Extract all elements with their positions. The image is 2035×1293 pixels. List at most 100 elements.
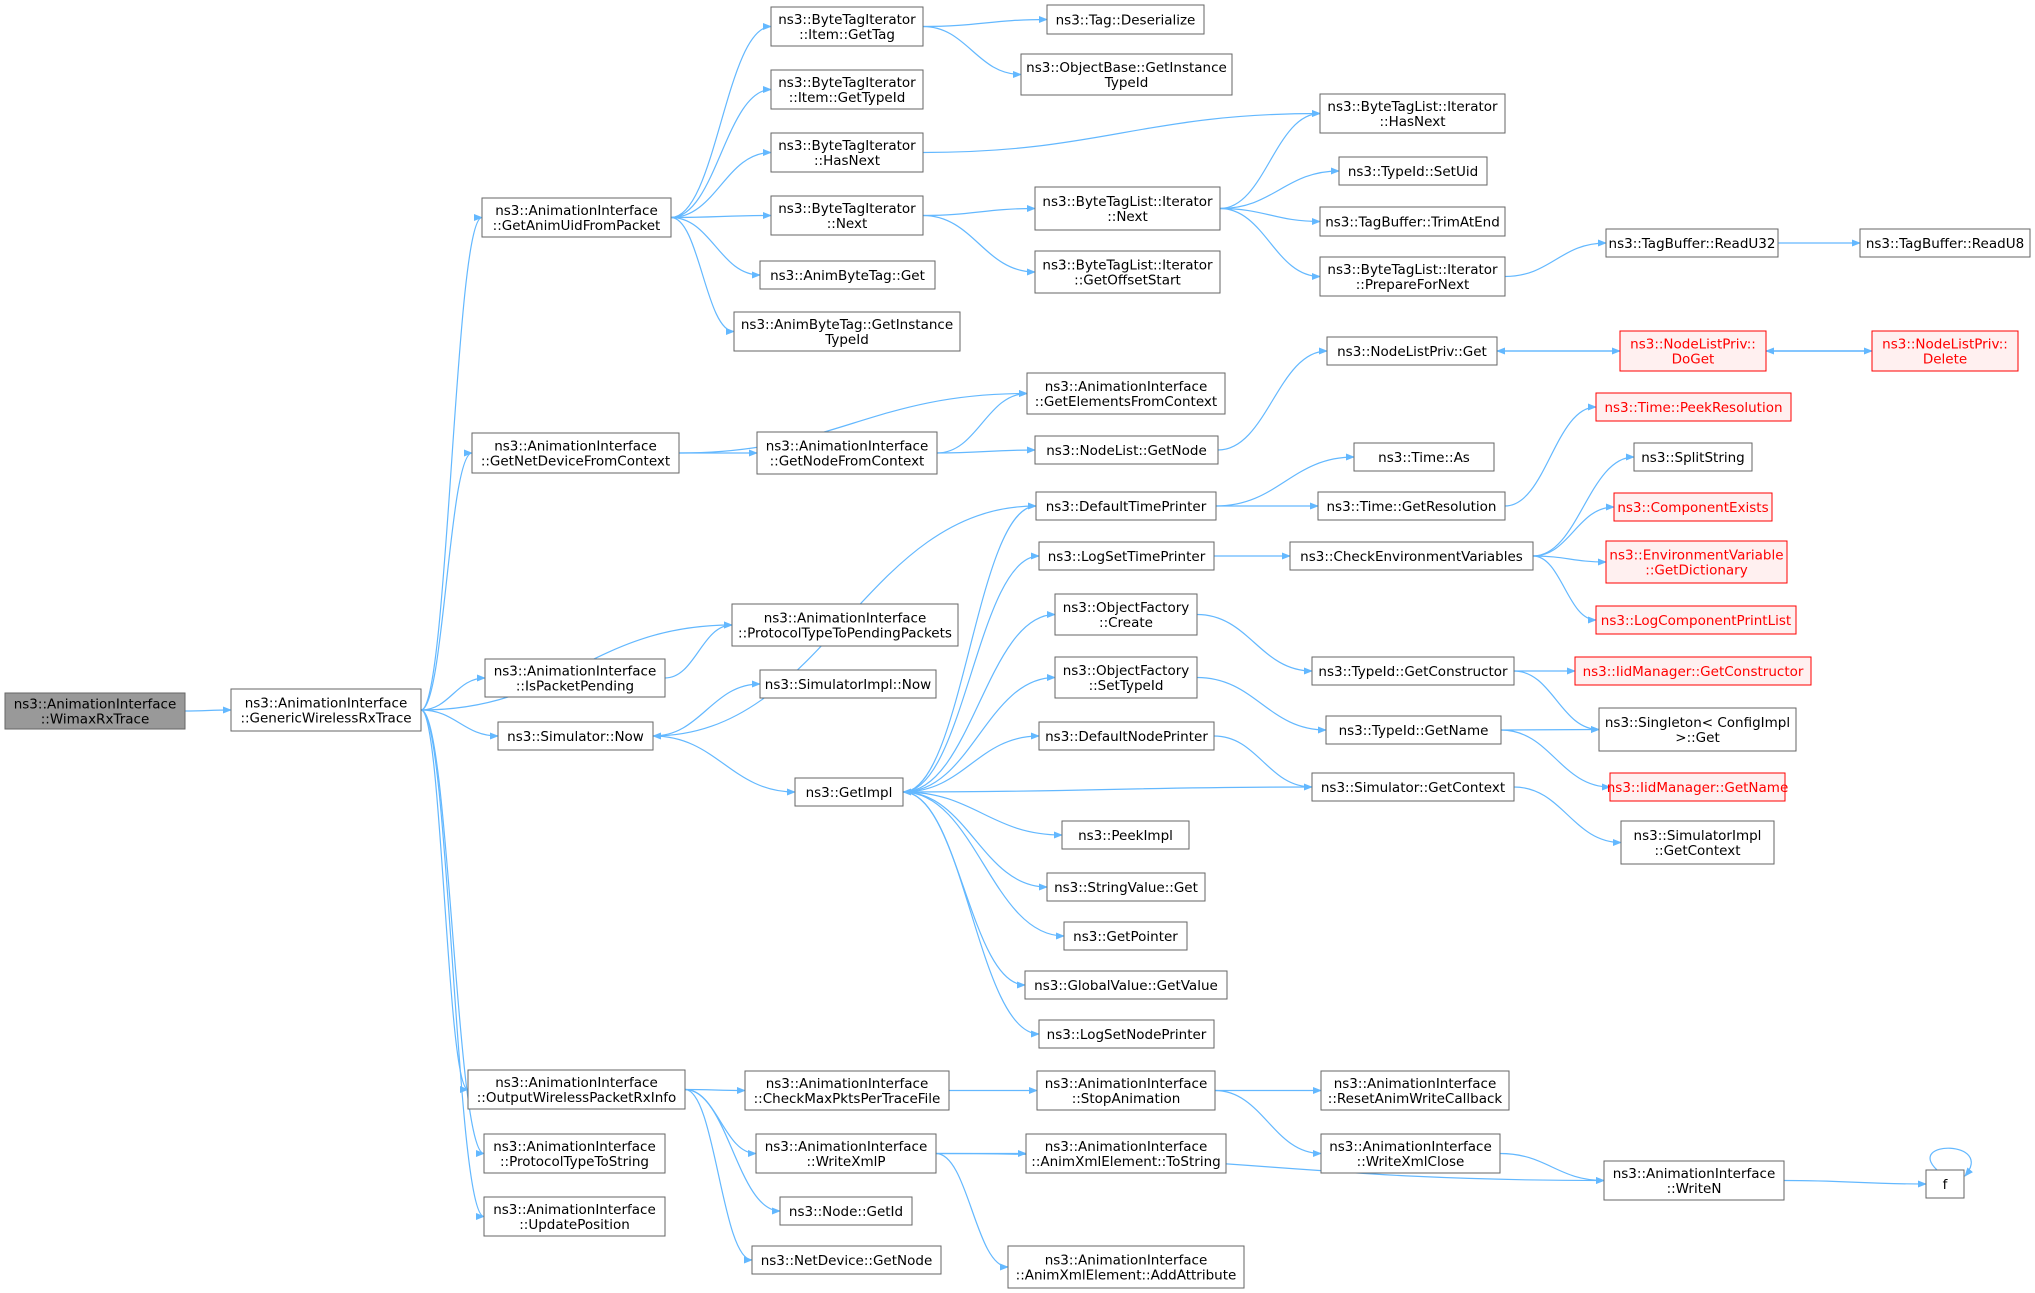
graph-node-tbtae[interactable]: ns3::TagBuffer::TrimAtEnd [1319, 206, 1506, 237]
graph-node-btn[interactable]: ns3::ByteTagIterator::Next [770, 195, 924, 236]
graph-node-gndfc[interactable]: ns3::AnimationInterface::GetNetDeviceFro… [471, 432, 680, 474]
graph-node-evgd[interactable]: ns3::EnvironmentVariable::GetDictionary [1605, 540, 1788, 584]
node-label: ns3::ByteTagList::Iterator [1042, 258, 1213, 274]
graph-node-nodegid[interactable]: ns3::Node::GetId [779, 1196, 913, 1226]
node-label: ::GenericWirelessRxTrace [240, 711, 411, 727]
graph-node-imgc[interactable]: ns3::IidManager::GetConstructor [1574, 656, 1812, 686]
graph-node-lsnp[interactable]: ns3::LogSetNodePrinter [1038, 1019, 1215, 1049]
graph-node-peekimpl[interactable]: ns3::PeekImpl [1061, 820, 1190, 850]
graph-node-sinow[interactable]: ns3::SimulatorImpl::Now [759, 669, 937, 699]
graph-node-split[interactable]: ns3::SplitString [1633, 442, 1753, 472]
node-box [4, 692, 186, 730]
graph-node-sing[interactable]: ns3::Singleton< ConfigImpl>::Get [1598, 707, 1797, 752]
graph-node-owpri[interactable]: ns3::AnimationInterface::OutputWirelessP… [467, 1069, 686, 1110]
graph-node-tidsu[interactable]: ns3::TypeId::SetUid [1338, 156, 1488, 186]
graph-node-ofst[interactable]: ns3::ObjectFactory::SetTypeId [1054, 656, 1198, 699]
graph-node-nlpdoget[interactable]: ns3::NodeListPriv::DoGet [1619, 330, 1767, 372]
edge-btn-to-btlios [922, 214, 1036, 276]
graph-node-upos[interactable]: ns3::AnimationInterface::UpdatePosition [483, 1196, 666, 1237]
graph-node-btigti[interactable]: ns3::ByteTagIterator::Item::GetTypeId [770, 69, 924, 110]
edge-btn-to-btlin [922, 204, 1036, 217]
graph-node-lstp[interactable]: ns3::LogSetTimePrinter [1038, 541, 1215, 571]
node-label: ns3::DefaultTimePrinter [1046, 499, 1207, 515]
node-box [1598, 707, 1797, 752]
graph-node-gwrt[interactable]: ns3::AnimationInterface::GenericWireless… [230, 688, 422, 732]
graph-node-imgn[interactable]: ns3::IidManager::GetName [1607, 772, 1789, 802]
graph-node-ce[interactable]: ns3::ComponentExists [1613, 492, 1773, 522]
graph-node-axeaa[interactable]: ns3::AnimationInterface::AnimXmlElement:… [1007, 1245, 1245, 1289]
graph-node-btigt[interactable]: ns3::ByteTagIterator::Item::GetTag [770, 6, 924, 47]
graph-node-tagdes[interactable]: ns3::Tag::Deserialize [1046, 4, 1205, 35]
graph-node-dtp[interactable]: ns3::DefaultTimePrinter [1035, 491, 1217, 521]
node-label: ns3::TypeId::GetName [1339, 723, 1489, 739]
node-label: ns3::GlobalValue::GetValue [1034, 978, 1218, 994]
graph-node-snow[interactable]: ns3::Simulator::Now [497, 721, 654, 751]
graph-node-ptts[interactable]: ns3::AnimationInterface::ProtocolTypeToS… [483, 1133, 666, 1174]
graph-node-tbru32[interactable]: ns3::TagBuffer::ReadU32 [1605, 228, 1779, 258]
graph-node-wimax: ns3::AnimationInterface::WimaxRxTrace [4, 692, 186, 730]
graph-node-lcpl[interactable]: ns3::LogComponentPrintList [1595, 605, 1797, 635]
graph-node-ipp[interactable]: ns3::AnimationInterface::IsPacketPending [484, 658, 666, 698]
graph-node-sigc[interactable]: ns3::SimulatorImpl::GetContext [1620, 820, 1775, 865]
graph-node-ndgn[interactable]: ns3::NetDevice::GetNode [751, 1245, 942, 1275]
graph-node-getimpl[interactable]: ns3::GetImpl [794, 777, 904, 807]
node-label: ::HasNext [1379, 114, 1445, 130]
graph-node-btlios[interactable]: ns3::ByteTagList::Iterator::GetOffsetSta… [1034, 250, 1221, 294]
edge-tidgn-to-imgn [1500, 729, 1611, 791]
graph-node-btlipfn[interactable]: ns3::ByteTagList::Iterator::PrepareForNe… [1319, 256, 1506, 297]
graph-node-f[interactable]: f [1925, 1169, 1965, 1199]
graph-node-gvgv[interactable]: ns3::GlobalValue::GetValue [1024, 970, 1228, 1000]
graph-node-aignfc[interactable]: ns3::AnimationInterface::GetNodeFromCont… [756, 431, 938, 475]
graph-node-nlpdel[interactable]: ns3::NodeListPriv::Delete [1871, 330, 2019, 372]
edge-ipp-to-ptpp [664, 621, 733, 679]
node-box [744, 1070, 950, 1111]
graph-node-nlpget[interactable]: ns3::NodeListPriv::Get [1326, 336, 1498, 366]
graph-node-aigefc[interactable]: ns3::AnimationInterface::GetElementsFrom… [1026, 372, 1226, 415]
graph-node-btlihn[interactable]: ns3::ByteTagList::Iterator::HasNext [1319, 93, 1506, 134]
graph-node-ofc[interactable]: ns3::ObjectFactory::Create [1054, 593, 1198, 636]
graph-node-tpr[interactable]: ns3::Time::PeekResolution [1595, 392, 1792, 422]
graph-node-stopanim[interactable]: ns3::AnimationInterface::StopAnimation [1036, 1070, 1216, 1111]
node-label: ns3::AnimationInterface [1045, 379, 1208, 395]
graph-node-tidgc[interactable]: ns3::TypeId::GetConstructor [1311, 656, 1515, 686]
graph-node-rawc[interactable]: ns3::AnimationInterface::ResetAnimWriteC… [1320, 1070, 1510, 1111]
graph-node-axets[interactable]: ns3::AnimationInterface::AnimXmlElement:… [1025, 1133, 1227, 1174]
graph-node-tbru8[interactable]: ns3::TagBuffer::ReadU8 [1859, 228, 2031, 258]
graph-node-cev[interactable]: ns3::CheckEnvironmentVariables [1289, 541, 1534, 571]
node-label: ns3::AnimationInterface [765, 1139, 928, 1155]
graph-node-cmpptf[interactable]: ns3::AnimationInterface::CheckMaxPktsPer… [744, 1070, 950, 1111]
graph-node-btlin[interactable]: ns3::ByteTagList::Iterator::Next [1034, 186, 1221, 231]
node-label: ns3::AnimationInterface [1045, 1139, 1208, 1155]
graph-node-gauid[interactable]: ns3::AnimationInterface::GetAnimUidFromP… [481, 197, 672, 238]
node-box [1574, 656, 1812, 686]
graph-node-wxc[interactable]: ns3::AnimationInterface::WriteXmlClose [1320, 1133, 1501, 1174]
node-label: ns3::ObjectFactory [1063, 663, 1190, 679]
graph-node-timeas[interactable]: ns3::Time::As [1353, 442, 1495, 472]
graph-node-nlgn[interactable]: ns3::NodeList::GetNode [1034, 435, 1219, 465]
node-label: ns3::SimulatorImpl::Now [765, 677, 931, 693]
graph-node-wxp[interactable]: ns3::AnimationInterface::WriteXmlP [755, 1133, 937, 1174]
graph-node-sgc[interactable]: ns3::Simulator::GetContext [1311, 772, 1515, 802]
node-label: >::Get [1675, 730, 1719, 746]
node-label: ::GetOffsetStart [1074, 273, 1181, 289]
node-label: ns3::CheckEnvironmentVariables [1300, 549, 1523, 565]
edge-getimpl-to-lstp [902, 552, 1040, 793]
graph-node-abtget[interactable]: ns3::AnimByteTag::Get [759, 260, 936, 290]
graph-node-writen[interactable]: ns3::AnimationInterface::WriteN [1603, 1160, 1785, 1201]
graph-node-ptpp[interactable]: ns3::AnimationInterface::ProtocolTypeToP… [731, 603, 959, 647]
node-label: ns3::LogSetNodePrinter [1047, 1027, 1207, 1043]
edge-btlin-to-tidsu [1219, 167, 1340, 210]
node-label: ns3::NodeList::GetNode [1046, 443, 1207, 459]
graph-node-bthn[interactable]: ns3::ByteTagIterator::HasNext [770, 132, 924, 173]
node-label: ns3::TagBuffer::ReadU8 [1866, 236, 2024, 252]
graph-node-getptr[interactable]: ns3::GetPointer [1063, 921, 1188, 951]
graph-node-tidgn[interactable]: ns3::TypeId::GetName [1325, 715, 1502, 745]
graph-node-dnp[interactable]: ns3::DefaultNodePrinter [1038, 721, 1215, 751]
node-label: ns3::AnimationInterface [766, 1076, 929, 1092]
graph-node-tgr[interactable]: ns3::Time::GetResolution [1317, 491, 1506, 521]
node-box [1925, 1169, 1965, 1199]
graph-node-svget[interactable]: ns3::StringValue::Get [1046, 872, 1206, 902]
node-box [1063, 921, 1188, 951]
